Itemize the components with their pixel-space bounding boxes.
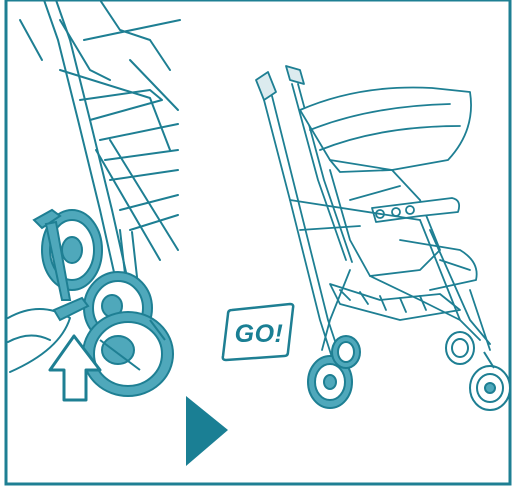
stroller-wheels	[307, 331, 511, 411]
up-arrow-icon	[48, 334, 102, 402]
left-wheels	[41, 209, 174, 397]
panel-frame	[4, 0, 512, 486]
triangle-right-icon	[186, 396, 228, 466]
stroller-illustration	[255, 65, 491, 371]
fold-lever	[32, 208, 90, 322]
go-badge-shape	[221, 302, 295, 362]
go-label: GO!	[234, 319, 284, 348]
